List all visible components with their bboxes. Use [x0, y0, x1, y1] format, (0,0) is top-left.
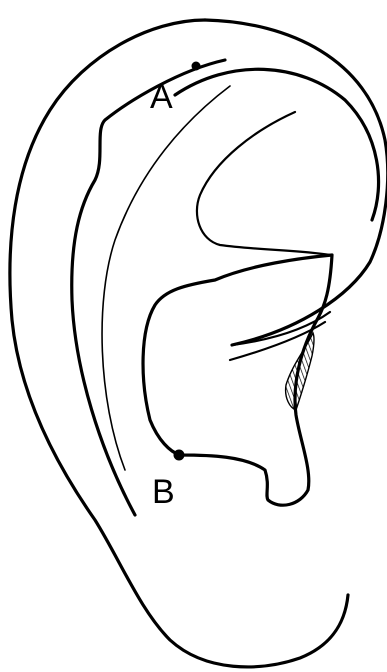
helix-inner-rim — [205, 20, 387, 345]
point-a-marker — [192, 62, 201, 71]
point-b-label: B — [152, 475, 175, 509]
helix-outer-rim — [10, 20, 348, 667]
crus-line — [102, 86, 230, 470]
helix-inner-continuation — [175, 69, 379, 220]
antihelix-outer — [72, 60, 225, 515]
point-b-marker — [174, 450, 185, 461]
point-a-label: A — [150, 80, 173, 114]
triangular-fossa — [197, 112, 330, 255]
tragus-hatch — [286, 333, 314, 410]
